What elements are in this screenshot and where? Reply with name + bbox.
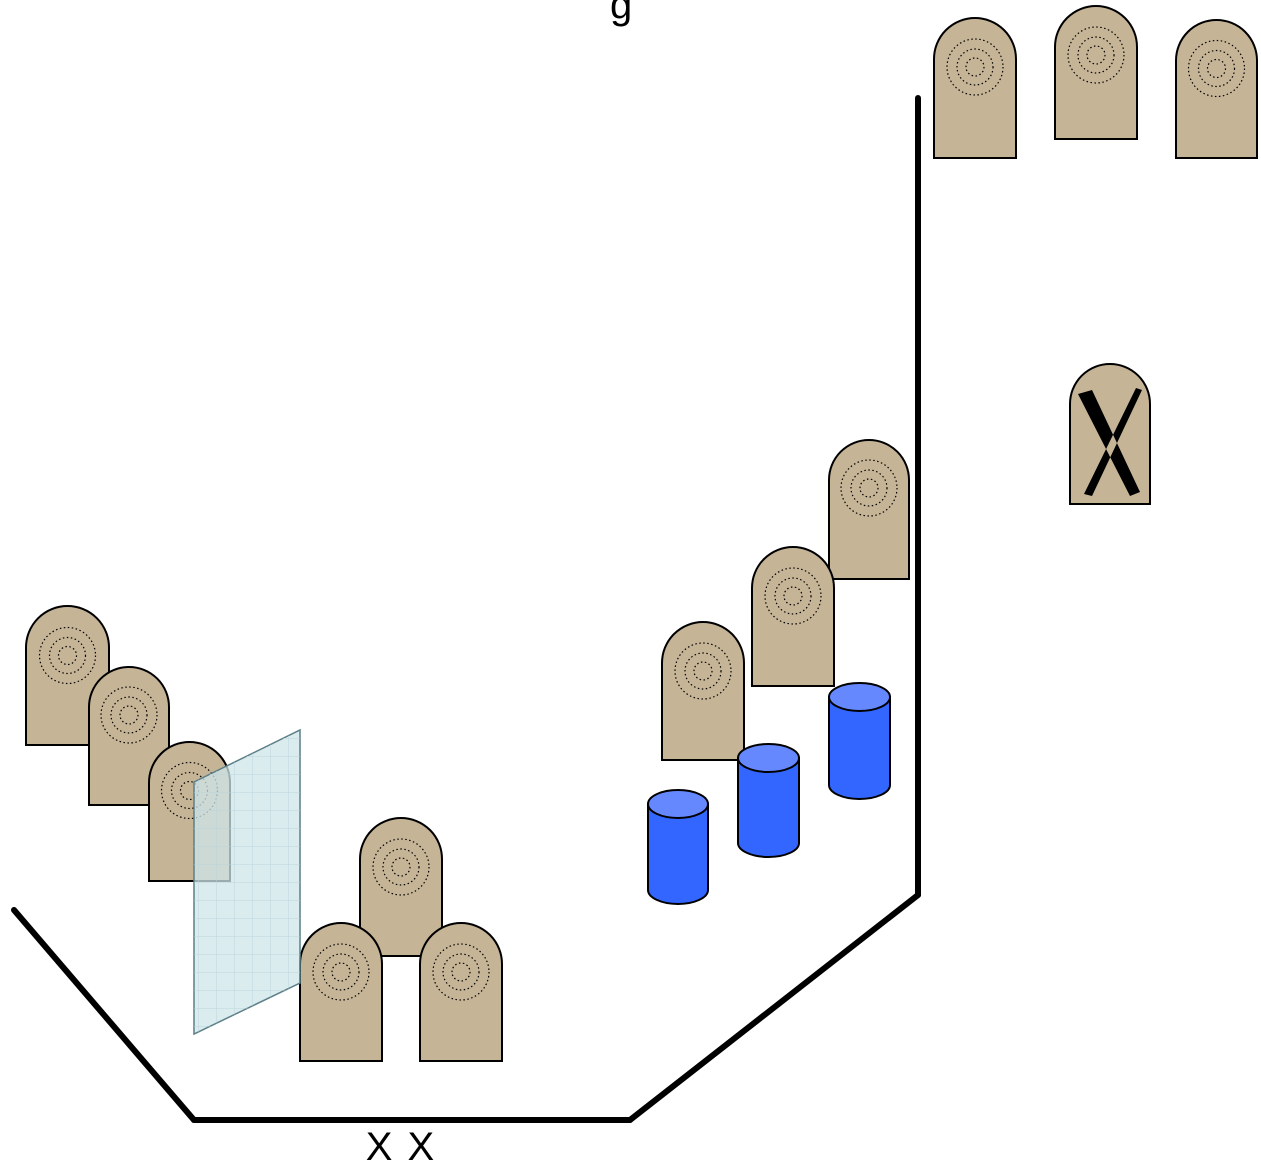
target-ring: [1197, 49, 1236, 88]
target-ring: [57, 645, 78, 666]
target-ring: [391, 857, 411, 877]
glass-panel: [193, 728, 301, 1036]
shoot-target: [828, 439, 910, 580]
target-ring: [764, 567, 822, 625]
shoot-target: [933, 17, 1017, 159]
shoot-target: [1175, 19, 1258, 159]
barrel-body: [737, 757, 800, 858]
target-body: [933, 17, 1017, 159]
target-ring: [48, 636, 87, 675]
target-body: [299, 922, 383, 1062]
target-ring: [100, 686, 158, 744]
target-ring: [783, 586, 803, 606]
shoot-target: [299, 922, 383, 1062]
target-ring: [442, 953, 480, 991]
target-body: [419, 922, 503, 1062]
target-ring: [946, 38, 1004, 96]
target-ring: [859, 478, 879, 498]
target-ring: [312, 943, 370, 1001]
target-ring: [1206, 58, 1227, 79]
target-ring: [1086, 45, 1106, 65]
target-ring: [119, 705, 139, 725]
target-ring: [110, 696, 148, 734]
barrel-top: [647, 789, 709, 819]
target-ring: [1187, 39, 1246, 98]
target-ring: [840, 459, 898, 517]
barrel-top: [828, 682, 891, 712]
no-shoot-target: [1069, 363, 1151, 505]
target-ring: [674, 642, 732, 700]
target-body: [751, 546, 835, 687]
target-ring: [382, 848, 420, 886]
target-body: [88, 666, 170, 806]
barrel-top: [737, 743, 800, 773]
target-ring: [372, 838, 430, 896]
wall-outline: [11, 95, 921, 1123]
target-ring: [432, 943, 490, 1001]
target-ring: [850, 469, 888, 507]
shoot-target: [1054, 5, 1138, 140]
barrel-body: [828, 696, 891, 800]
shoot-target: [88, 666, 170, 806]
target-ring: [38, 626, 97, 685]
barrel: [647, 789, 709, 905]
target-ring: [693, 661, 713, 681]
target-ring: [1077, 36, 1115, 74]
target-body: [359, 817, 443, 957]
target-body: [661, 621, 745, 761]
right-angled-wall: [627, 892, 921, 1123]
target-body: [828, 439, 910, 580]
no-shoot-x-icon: [1078, 388, 1142, 496]
barrel-body: [647, 803, 709, 905]
target-body: [1175, 19, 1258, 159]
barrels-group: [647, 682, 891, 905]
shoot-target: [661, 621, 745, 761]
barrel: [737, 743, 800, 858]
target-ring: [451, 962, 471, 982]
target-ring: [965, 57, 985, 77]
barrel: [828, 682, 891, 800]
target-ring: [331, 962, 351, 982]
target-ring: [774, 577, 812, 615]
start-marker: X X: [366, 1125, 436, 1162]
header-text: g: [610, 0, 632, 27]
target-ring: [684, 652, 722, 690]
target-ring: [956, 48, 994, 86]
shoot-target: [751, 546, 835, 687]
target-ring: [1067, 26, 1125, 84]
left-wall: [11, 907, 197, 1123]
shoot-target: [419, 922, 503, 1062]
target-ring: [322, 953, 360, 991]
shoot-target: [359, 817, 443, 957]
